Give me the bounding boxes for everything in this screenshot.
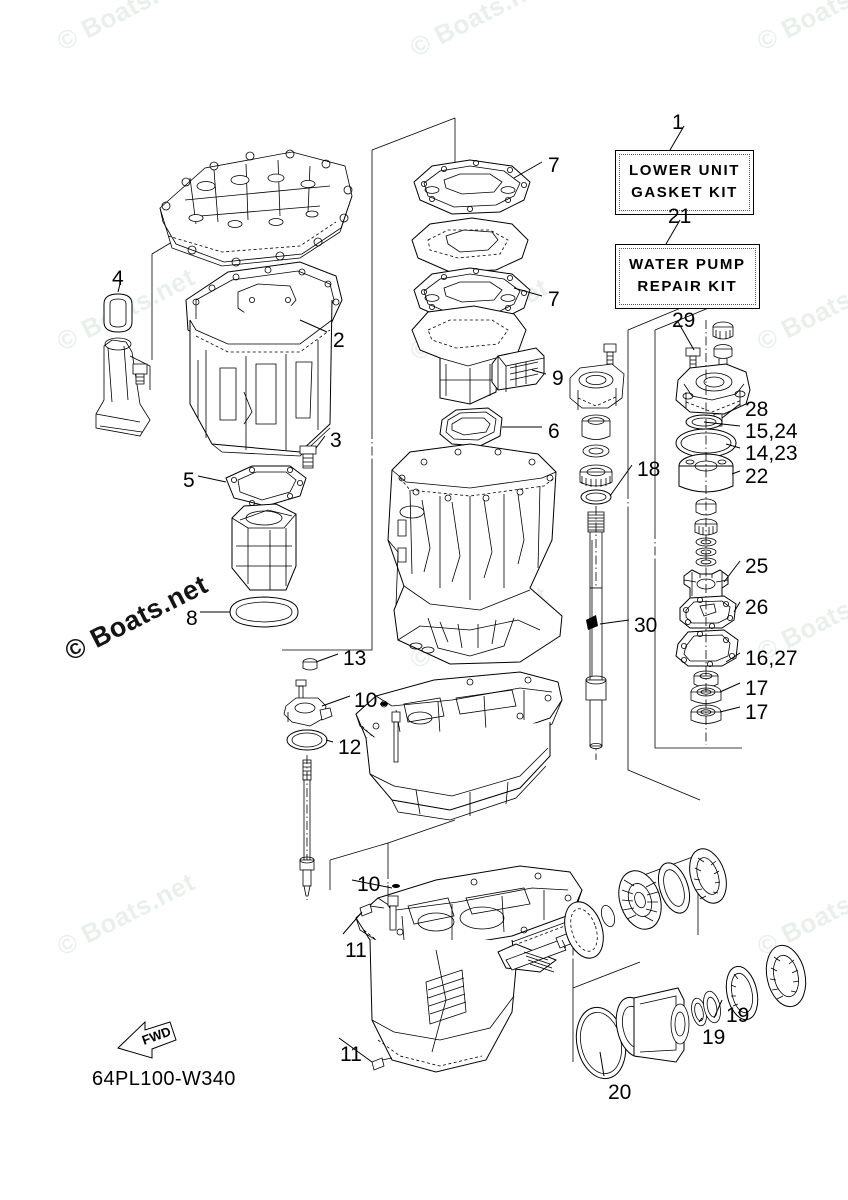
kit-box-line-1: WATER PUMP (629, 256, 746, 273)
callout-10[interactable]: 10 (354, 689, 378, 712)
kit-box-inner: LOWER UNIT GASKET KIT (619, 154, 750, 211)
callout-19[interactable]: 19 (702, 1026, 726, 1049)
part-lower-casing (388, 444, 562, 664)
part-3-plug (300, 446, 316, 468)
fwd-arrow-icon: FWD (118, 1022, 176, 1058)
part-middle-housing (356, 672, 562, 820)
callout-19[interactable]: 19 (726, 1004, 750, 1027)
callout-22[interactable]: 22 (745, 465, 769, 488)
callout-21[interactable]: 21 (668, 205, 692, 228)
callout-30[interactable]: 30 (634, 614, 658, 637)
callout-4[interactable]: 4 (112, 267, 124, 290)
kit-box-lower-unit-gasket[interactable]: LOWER UNIT GASKET KIT (615, 150, 754, 215)
part-7a-gasket (414, 160, 530, 214)
callout-16-27[interactable]: 16,27 (745, 647, 798, 670)
part-exhaust-guide-upper (412, 218, 528, 272)
sheet-code-label: 64PL100-W340 (92, 1068, 236, 1090)
part-5-gasket (226, 466, 306, 506)
part-6-seal (440, 408, 502, 446)
part-upper-casing-cover (160, 150, 352, 266)
callout-17[interactable]: 17 (745, 701, 769, 724)
callout-17[interactable]: 17 (745, 677, 769, 700)
callout-10[interactable]: 10 (357, 873, 381, 896)
callout-1[interactable]: 1 (672, 111, 684, 134)
part-4-assembly (96, 294, 150, 436)
callout-11[interactable]: 11 (345, 939, 367, 962)
kit-box-inner: WATER PUMP REPAIR KIT (619, 248, 756, 305)
part-exhaust-guide-body (412, 306, 526, 404)
callout-29[interactable]: 29 (672, 309, 696, 332)
callout-5[interactable]: 5 (183, 469, 195, 492)
callout-15-24[interactable]: 15,24 (745, 420, 798, 443)
part-lower-sleeve (230, 504, 298, 627)
part-spring-small (524, 952, 554, 972)
part-propshaft-assembly (570, 942, 811, 1083)
kit-box-line-2: REPAIR KIT (637, 277, 738, 295)
callout-20[interactable]: 20 (608, 1081, 632, 1104)
callout-7[interactable]: 7 (548, 154, 560, 177)
part-water-pump-assembly (676, 320, 750, 745)
callout-leader-lines (118, 126, 740, 1076)
callout-8[interactable]: 8 (186, 607, 198, 630)
callout-12[interactable]: 12 (338, 736, 362, 759)
callout-9[interactable]: 9 (552, 367, 564, 390)
part-drive-shaft-assembly (570, 344, 624, 760)
callout-6[interactable]: 6 (548, 420, 560, 443)
callout-28[interactable]: 28 (745, 398, 769, 421)
callout-7[interactable]: 7 (548, 288, 560, 311)
part-casing-body (190, 300, 332, 456)
callout-25[interactable]: 25 (745, 555, 769, 578)
callout-2[interactable]: 2 (333, 329, 345, 352)
callout-13[interactable]: 13 (343, 647, 367, 670)
callout-3[interactable]: 3 (330, 429, 342, 452)
callout-26[interactable]: 26 (745, 596, 769, 619)
part-9-anode (492, 348, 544, 392)
kit-box-water-pump-repair[interactable]: WATER PUMP REPAIR KIT (615, 244, 760, 309)
part-lower-unit-housing (356, 866, 596, 1072)
callout-14-23[interactable]: 14,23 (745, 442, 798, 465)
part-shift-rod-assembly (284, 659, 332, 900)
kit-box-line-2: GASKET KIT (631, 183, 738, 201)
part-gear-assembly (558, 844, 733, 963)
callout-18[interactable]: 18 (637, 458, 661, 481)
kit-box-line-1: LOWER UNIT (629, 162, 740, 179)
callout-11[interactable]: 11 (340, 1043, 362, 1066)
